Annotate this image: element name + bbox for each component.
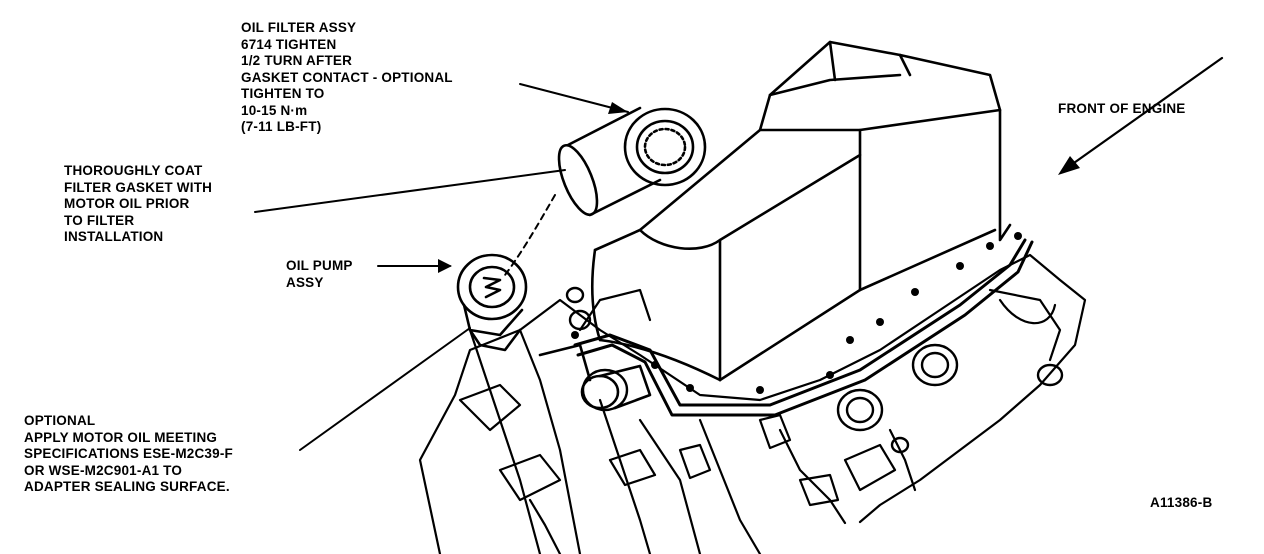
coat-gasket-callout-line-2: FILTER GASKET WITH bbox=[64, 179, 213, 195]
coat-gasket-callout-line-4: TO FILTER bbox=[64, 212, 135, 228]
oil-pump-callout: OIL PUMP ASSY bbox=[286, 258, 353, 291]
optional-apply-callout-line-4: OR WSE-M2C901-A1 TO bbox=[24, 462, 183, 478]
adapter-shaft bbox=[538, 343, 652, 410]
optional-apply-callout-line-3: SPECIFICATIONS ESE-M2C39-F bbox=[24, 446, 233, 461]
optional-apply-callout-line-5: ADAPTER SEALING SURFACE. bbox=[24, 479, 230, 494]
filter-alignment-line bbox=[504, 194, 556, 276]
oil-filter-callout-line-2: 6714 TIGHTEN bbox=[241, 36, 337, 52]
coat-gasket-callout-line-3: MOTOR OIL PRIOR bbox=[64, 196, 190, 211]
oil-filter-callout-line-4: GASKET CONTACT - OPTIONAL bbox=[241, 69, 453, 85]
oil-pan-gasket bbox=[573, 238, 1034, 417]
oil-filter-callout-line-1: OIL FILTER ASSY bbox=[241, 20, 357, 35]
figure-id: A11386-B bbox=[1150, 495, 1212, 512]
front-of-engine-text: FRONT OF ENGINE bbox=[1058, 101, 1186, 116]
coat-gasket-callout: THOROUGHLY COAT FILTER GASKET WITH MOTOR… bbox=[64, 163, 212, 246]
oil-pan bbox=[590, 40, 1012, 382]
pan-bolts bbox=[571, 232, 1022, 394]
leader-arrowheads bbox=[438, 102, 628, 273]
front-arrow bbox=[1058, 56, 1224, 175]
optional-apply-callout-line-2: APPLY MOTOR OIL MEETING bbox=[24, 429, 218, 445]
oil-filter bbox=[557, 106, 707, 217]
oil-pump-callout-line-1: OIL PUMP bbox=[286, 258, 353, 273]
oil-filter-callout-line-6: 10-15 N·m bbox=[241, 102, 308, 118]
oil-pump bbox=[456, 253, 528, 352]
engine-block bbox=[418, 253, 1087, 554]
oil-filter-callout: OIL FILTER ASSY 6714 TIGHTEN 1/2 TURN AF… bbox=[241, 20, 453, 136]
figure-id-text: A11386-B bbox=[1150, 495, 1213, 510]
oil-filter-callout-line-7: (7-11 LB-FT) bbox=[241, 119, 322, 134]
coat-gasket-callout-line-1: THOROUGHLY COAT bbox=[64, 163, 203, 178]
optional-apply-callout: OPTIONAL APPLY MOTOR OIL MEETING SPECIFI… bbox=[24, 413, 233, 496]
oil-filter-callout-line-5: TIGHTEN TO bbox=[241, 86, 325, 101]
block-bosses bbox=[565, 286, 1064, 454]
front-of-engine-label: FRONT OF ENGINE bbox=[1058, 101, 1186, 118]
coat-gasket-callout-line-5: INSTALLATION bbox=[64, 229, 164, 244]
oil-pump-callout-line-2: ASSY bbox=[286, 274, 324, 290]
optional-apply-callout-line-1: OPTIONAL bbox=[24, 413, 96, 428]
oil-filter-callout-line-3: 1/2 TURN AFTER bbox=[241, 53, 353, 68]
